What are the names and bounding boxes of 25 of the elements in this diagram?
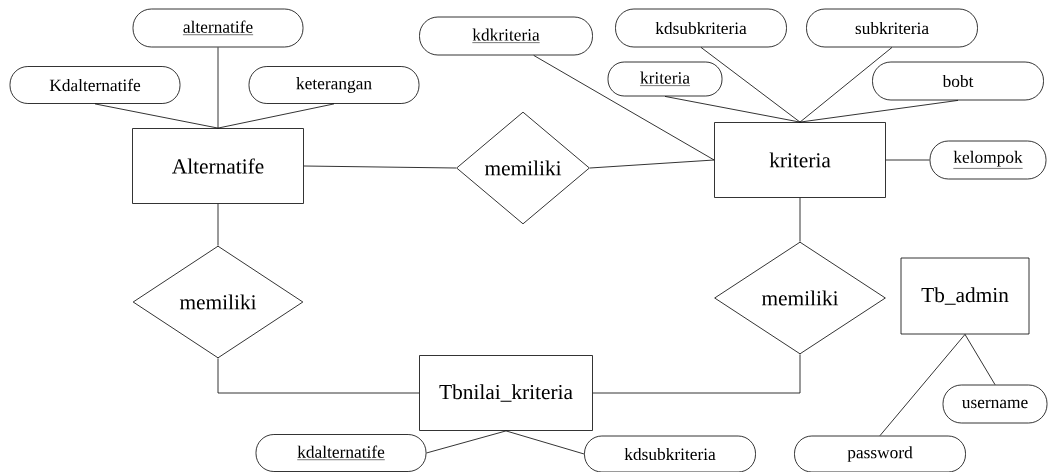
entity-box: Tbnilai_kriteria — [419, 355, 593, 431]
connector-line — [799, 100, 959, 123]
connector-line — [885, 159, 930, 161]
entity-box: kriteria — [714, 122, 886, 198]
connector-line — [799, 47, 893, 123]
connector-line — [879, 334, 966, 436]
connector-line — [664, 96, 801, 123]
connector-line — [592, 354, 801, 394]
connector-line — [505, 430, 585, 455]
entity-box: Tb_admin — [900, 257, 1030, 335]
connector-line — [964, 334, 996, 385]
connector-line — [217, 358, 420, 394]
connector-line — [94, 103, 219, 129]
connector-line — [700, 47, 801, 123]
connector-line — [217, 203, 219, 246]
connector-line — [533, 55, 715, 161]
attribute-oval: kdalternatife — [255, 434, 427, 472]
connector-line — [426, 430, 507, 454]
attribute-oval: kelompok — [929, 140, 1047, 180]
connector-line — [589, 159, 715, 169]
connector-line — [799, 197, 801, 242]
entity-box: Alternatife — [132, 128, 304, 204]
connector-line — [217, 103, 335, 129]
connector-line — [303, 165, 457, 169]
connector-line — [217, 47, 219, 129]
